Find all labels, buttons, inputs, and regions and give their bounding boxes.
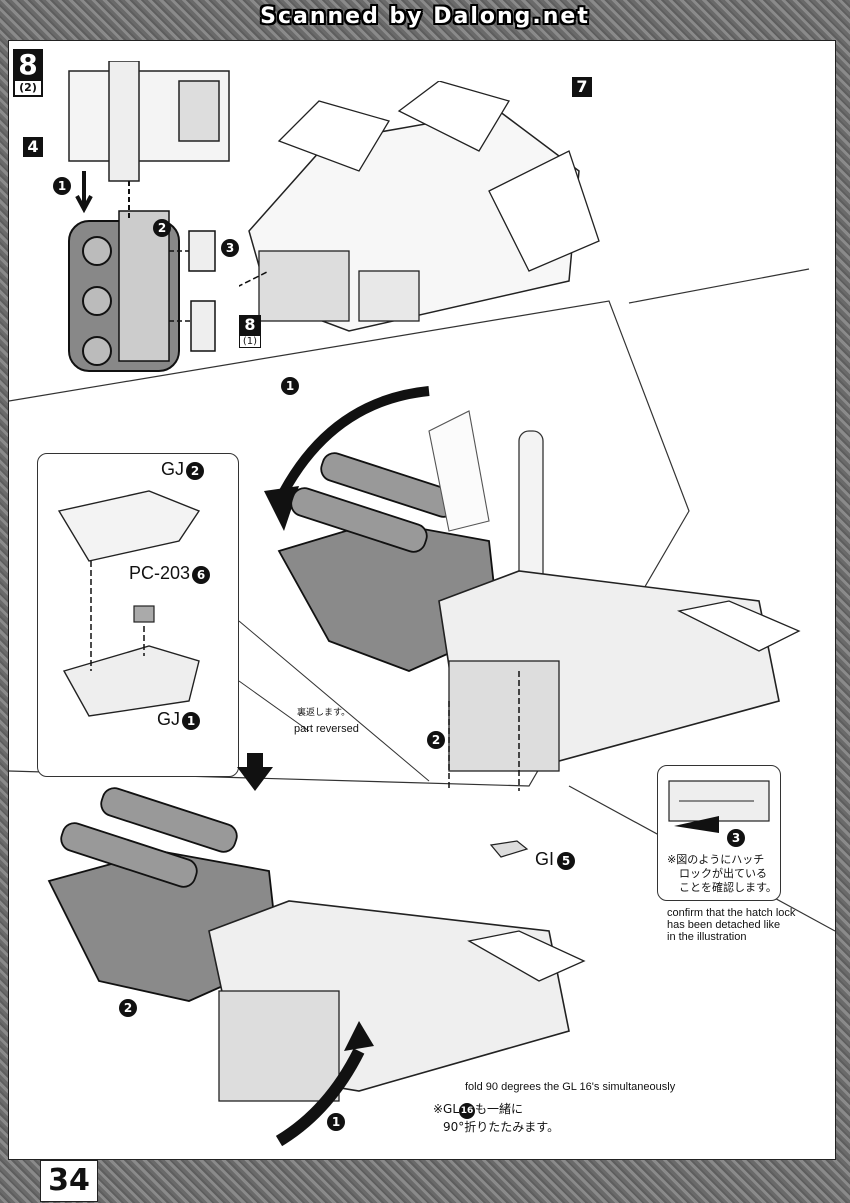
marker-mid-1: 1: [281, 377, 299, 395]
note-hatch-jp-2: ロックが出ている: [679, 867, 767, 880]
ref-step-8-sub: (1): [239, 335, 261, 348]
step-sub: (2): [15, 81, 41, 95]
inset-part-gj1-num: 1: [182, 712, 201, 730]
inset-part-gj2-label: GJ: [161, 459, 185, 479]
marker-right-3: 3: [727, 829, 745, 847]
note-hatch-jp-1: ※図のようにハッチ: [667, 853, 765, 866]
step-number: 8: [18, 48, 38, 81]
hatch-detail-illustration: [668, 780, 770, 833]
note-hatch-en-3: in the illustration: [667, 931, 747, 943]
page-number: 34: [48, 1163, 90, 1198]
note-fold-jp-num: 16: [459, 1103, 476, 1119]
inset-parts-illustration: [57, 490, 201, 717]
instruction-sheet: 8 (2): [8, 40, 836, 1160]
note-hatch-jp-3: ことを確認します。: [679, 881, 777, 894]
section-dividers: [9, 268, 835, 932]
marker-mid-2: 2: [427, 731, 445, 749]
page-number-box: 34: [40, 1160, 98, 1202]
hull-cannons-illustration: [264, 386, 801, 791]
inset-part-pc203-label: PC-203: [129, 563, 191, 583]
part-gi5-num: 5: [557, 852, 576, 870]
step-number-box: 8 (2): [13, 49, 43, 97]
note-fold-jp-prefix: ※GL: [433, 1102, 460, 1116]
inset-part-pc203-num: 6: [192, 566, 211, 584]
note-reversed-en: part reversed: [294, 723, 359, 735]
ref-step-8: 8: [239, 315, 261, 335]
ref-step-4: 4: [23, 137, 43, 157]
note-hatch-jp: ※図のようにハッチ ロックが出ている ことを確認します。: [667, 853, 777, 895]
marker-top-1: 1: [53, 177, 71, 195]
hull-top-illustration: [239, 81, 600, 332]
part-gi5-label: GI: [535, 849, 555, 869]
marker-top-2: 2: [153, 219, 171, 237]
marker-top-3: 3: [221, 239, 239, 257]
inset-part-gj1-label: GJ: [157, 709, 181, 729]
track-unit-illustration: [68, 61, 230, 372]
note-hatch-en: confirm that the hatch lock has been det…: [667, 907, 795, 943]
note-hatch-en-2: has been detached like: [667, 919, 781, 931]
note-reversed-jp: 裏返します。: [297, 708, 351, 718]
scan-watermark: Scanned by Dalong.net: [260, 4, 590, 29]
note-hatch-en-1: confirm that the hatch lock: [667, 907, 796, 919]
gi5-part-illustration: [489, 840, 529, 858]
ref-step-7: 7: [572, 77, 592, 97]
note-fold-jp-suffix: も一緒に: [475, 1102, 524, 1116]
ref-step-8-box: 8 (1): [239, 315, 261, 348]
note-fold-jp-2: 90°折りたたみます。: [443, 1120, 560, 1134]
hull-bottom-illustration: [47, 787, 586, 1147]
note-fold-en: fold 90 degrees the GL 16's simultaneous…: [465, 1081, 676, 1093]
marker-bottom-2: 2: [119, 999, 137, 1017]
marker-bottom-1: 1: [327, 1113, 345, 1131]
inset-part-gj2-num: 2: [186, 462, 205, 480]
down-arrow-icon: [237, 753, 273, 791]
